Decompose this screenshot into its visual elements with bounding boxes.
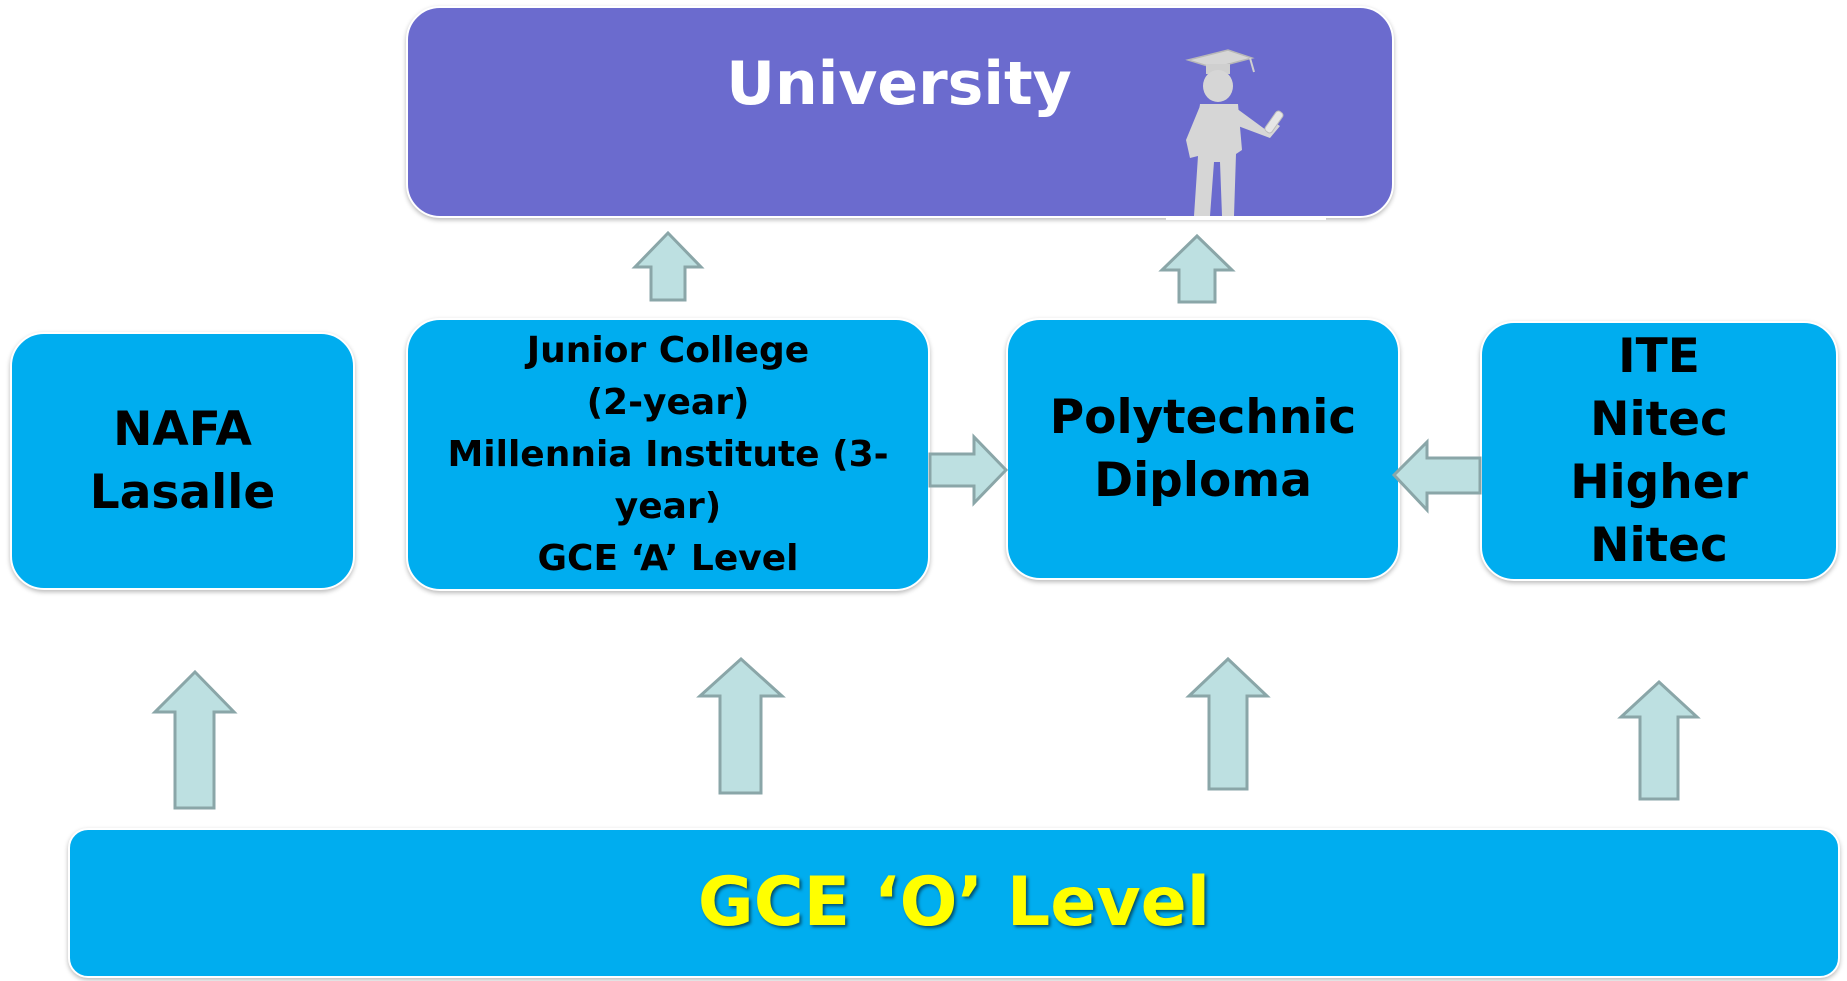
up-arrow-jc-to-university xyxy=(631,230,705,302)
o-level-bar: GCE ‘O’ Level xyxy=(68,828,1840,978)
up-arrow-olevel-to-ite xyxy=(1617,679,1701,801)
junior-college-label: Junior College (2-year) Millennia Instit… xyxy=(433,325,902,585)
up-arrow-olevel-to-poly xyxy=(1185,656,1271,791)
higher-nitec-line: Nitec xyxy=(1590,518,1728,573)
junior-college-line: Junior College xyxy=(526,329,810,371)
millennia-line: Millennia Institute (3- xyxy=(447,433,889,475)
junior-college-box: Junior College (2-year) Millennia Instit… xyxy=(406,318,930,591)
ite-box: ITE Nitec Higher Nitec xyxy=(1480,321,1838,581)
a-level-line: GCE ‘A’ Level xyxy=(537,537,799,579)
higher-line: Higher xyxy=(1570,455,1748,510)
university-box: University xyxy=(406,6,1394,220)
polytechnic-label: Polytechnic Diploma xyxy=(1050,386,1357,512)
graduate-figure-icon xyxy=(1166,49,1326,220)
nafa-lasalle-label: NAFA Lasalle xyxy=(90,398,275,524)
left-arrow-ite-to-poly xyxy=(1391,438,1482,514)
ite-line: ITE xyxy=(1618,329,1700,384)
up-arrow-olevel-to-nafa xyxy=(151,669,238,810)
up-arrow-poly-to-university xyxy=(1158,233,1236,304)
diploma-line: Diploma xyxy=(1094,453,1312,508)
nitec-line: Nitec xyxy=(1590,392,1728,447)
nafa-lasalle-box: NAFA Lasalle xyxy=(10,332,355,590)
right-arrow-jc-to-poly xyxy=(928,433,1009,507)
three-year-line: year) xyxy=(614,485,722,527)
ite-label: ITE Nitec Higher Nitec xyxy=(1570,325,1748,577)
o-level-label: GCE ‘O’ Level xyxy=(697,863,1211,942)
polytechnic-box: Polytechnic Diploma xyxy=(1006,318,1400,580)
two-year-line: (2-year) xyxy=(586,381,750,423)
up-arrow-olevel-to-jc xyxy=(696,656,786,795)
nafa-line: NAFA xyxy=(113,402,252,457)
polytechnic-line: Polytechnic xyxy=(1049,390,1357,445)
university-label: University xyxy=(726,49,1072,119)
lasalle-line: Lasalle xyxy=(89,465,276,520)
